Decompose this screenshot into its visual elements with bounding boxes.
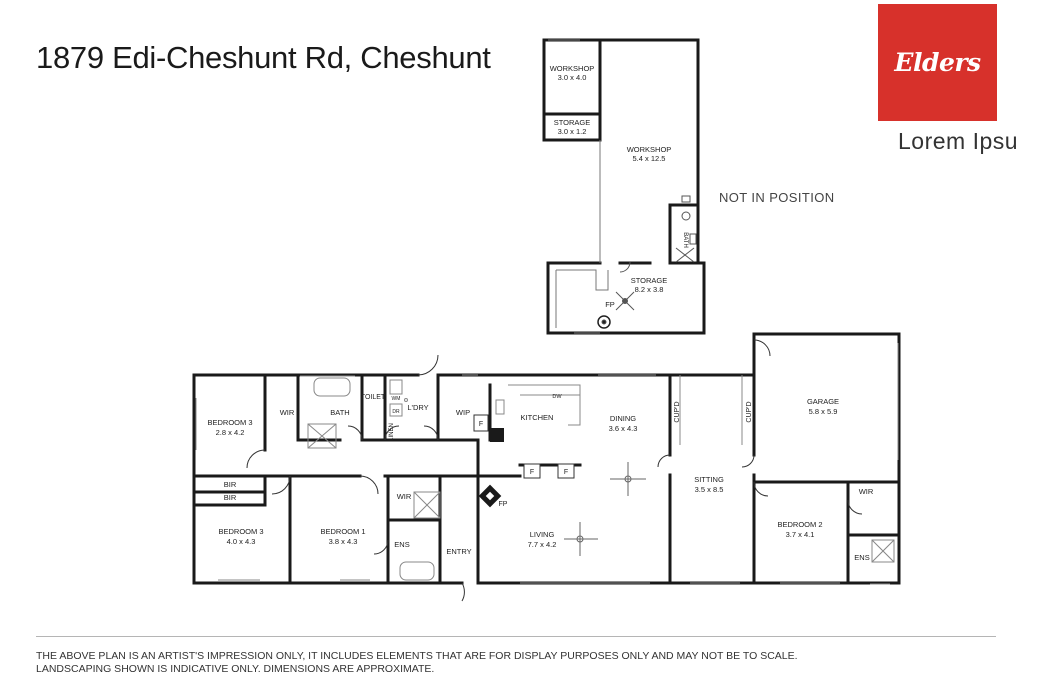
- house-thin-lines: [195, 343, 899, 585]
- room-bedroom3-a: BEDROOM 3: [207, 418, 252, 427]
- room-wir-2: WIR: [397, 492, 412, 501]
- room-bath: BATH: [330, 408, 349, 417]
- room-wir-1: WIR: [280, 408, 295, 417]
- disclaimer-line-2: LANDSCAPING SHOWN IS INDICATIVE ONLY. DI…: [36, 662, 435, 675]
- fridge-boxes: [473, 414, 575, 479]
- room-toilet: TOILET: [361, 394, 386, 401]
- room-living-dims: 7.7 x 4.2: [528, 540, 557, 549]
- room-bir-2: BIR: [224, 493, 237, 502]
- room-bedroom1: BEDROOM 1: [320, 527, 365, 536]
- room-garage: GARAGE: [807, 397, 839, 406]
- fridge-label-3: F: [479, 421, 483, 428]
- room-cupd-2: CUP'D: [746, 401, 753, 422]
- room-ens-2: ENS: [854, 553, 869, 562]
- room-storage-large-dims: 8.2 x 3.8: [635, 285, 664, 294]
- room-bedroom2: BEDROOM 2: [777, 520, 822, 529]
- room-linen: LINEN: [389, 423, 395, 441]
- room-workshop-small-dims: 3.0 x 4.0: [558, 73, 587, 82]
- fridge-label-2: F: [564, 469, 568, 476]
- room-storage-large: STORAGE: [631, 276, 668, 285]
- disclaimer-line-1: THE ABOVE PLAN IS AN ARTIST'S IMPRESSION…: [36, 650, 798, 662]
- room-labels: WORKSHOP 3.0 x 4.0 STORAGE 3.0 x 1.2 WOR…: [207, 64, 873, 562]
- room-shed-fp: FP: [605, 300, 615, 309]
- room-dr: DR: [392, 409, 400, 415]
- room-workshop-small: WORKSHOP: [550, 64, 595, 73]
- room-living: LIVING: [530, 530, 555, 539]
- room-entry: ENTRY: [446, 547, 471, 556]
- room-bedroom2-dims: 3.7 x 4.1: [786, 530, 815, 539]
- room-bedroom1-dims: 3.8 x 4.3: [329, 537, 358, 546]
- room-bedroom3-b: BEDROOM 3: [218, 527, 263, 536]
- door-swings: [246, 339, 863, 602]
- room-wm: WM: [392, 396, 401, 402]
- room-cupd-1: CUP'D: [674, 401, 681, 422]
- shed-fixtures: [597, 195, 697, 329]
- room-bedroom3-a-dims: 2.8 x 4.2: [216, 428, 245, 437]
- ceiling-fan-icons: [564, 462, 646, 556]
- room-living-fp: FP: [499, 501, 508, 508]
- room-storage-small-dims: 3.0 x 1.2: [558, 127, 587, 136]
- room-dw: DW: [552, 394, 562, 400]
- stove-icon: [490, 428, 504, 442]
- room-workshop-large: WORKSHOP: [627, 145, 672, 154]
- room-sitting-dims: 3.5 x 8.5: [695, 485, 724, 494]
- room-workshop-large-dims: 5.4 x 12.5: [633, 154, 666, 163]
- room-wip: WIP: [456, 408, 470, 417]
- brand-tagline: Lorem Ipsu: [898, 128, 1019, 154]
- not-in-position-note: NOT IN POSITION: [719, 190, 835, 205]
- logo-wordmark: Elders: [894, 48, 981, 77]
- fireplace-icon: [478, 484, 502, 508]
- elders-logo[interactable]: Elders: [878, 4, 997, 121]
- room-wir-3: WIR: [859, 487, 874, 496]
- house-walls: [192, 332, 901, 585]
- fridge-label-1: F: [530, 469, 534, 476]
- room-bir-1: BIR: [224, 480, 237, 489]
- room-dining-dims: 3.6 x 4.3: [609, 424, 638, 433]
- room-dining: DINING: [610, 414, 636, 423]
- room-sitting: SITTING: [694, 475, 724, 484]
- footer-divider: [36, 636, 996, 637]
- room-shed-bath: BATH: [682, 232, 688, 248]
- room-storage-small: STORAGE: [554, 118, 591, 127]
- room-kitchen: KITCHEN: [521, 413, 554, 422]
- shed-thin-walls: [548, 39, 609, 334]
- room-ens-1: ENS: [394, 540, 409, 549]
- room-ldry: L'DRY: [407, 403, 428, 412]
- shed-walls: [542, 38, 706, 335]
- room-garage-dims: 5.8 x 5.9: [809, 407, 838, 416]
- room-bedroom3-b-dims: 4.0 x 4.3: [227, 537, 256, 546]
- property-address: 1879 Edi-Cheshunt Rd, Cheshunt: [36, 40, 491, 75]
- disclaimer: THE ABOVE PLAN IS AN ARTIST'S IMPRESSION…: [36, 650, 798, 675]
